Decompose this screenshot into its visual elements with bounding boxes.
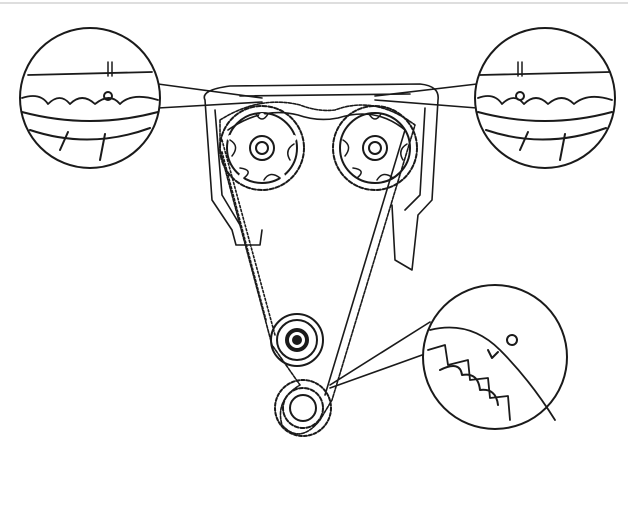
engine-cover [203, 83, 439, 271]
right-detail-magnifier [474, 27, 616, 169]
crankshaft-sprocket [274, 379, 332, 437]
crank-detail-magnifier [422, 284, 568, 430]
tensioner-pulley [270, 313, 324, 367]
callout-leaders [157, 83, 478, 389]
right-cam-sprocket [332, 105, 418, 191]
left-cam-sprocket [219, 105, 305, 191]
left-detail-magnifier [19, 27, 161, 169]
